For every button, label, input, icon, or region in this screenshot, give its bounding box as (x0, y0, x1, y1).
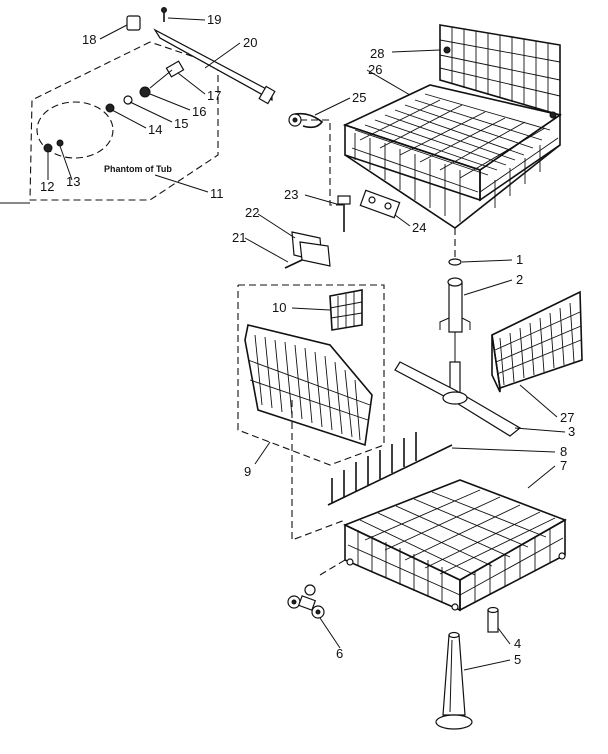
tine-row (327, 432, 453, 506)
callout-5: 5 (514, 652, 521, 667)
callout-27: 27 (560, 410, 574, 425)
callout-15: 15 (174, 116, 188, 131)
phantom-of-tub-label: Phantom of Tub (104, 164, 172, 174)
callout-10: 10 (272, 300, 286, 315)
rack-rail (126, 7, 276, 105)
callout-25: 25 (352, 90, 366, 105)
side-basket (491, 290, 583, 393)
callout-14: 14 (148, 122, 162, 137)
rack-wheels (287, 584, 325, 619)
callout-28: 28 (370, 46, 384, 61)
callout-11: 11 (210, 186, 224, 201)
callout-2: 2 (516, 272, 523, 287)
upper-rack-stop-parts (284, 189, 401, 269)
feed-tube (435, 606, 499, 730)
callout-3: 3 (568, 424, 575, 439)
silverware-basket (244, 289, 373, 447)
callout-9: 9 (244, 464, 251, 479)
callout-23: 23 (284, 187, 298, 202)
callout-8: 8 (560, 444, 567, 459)
rack-roller (288, 112, 324, 129)
callout-19: 19 (207, 12, 221, 27)
callout-20: 20 (243, 35, 257, 50)
callout-21: 21 (232, 230, 246, 245)
callout-6: 6 (336, 646, 343, 661)
callout-labels: 1 2 3 4 5 6 7 8 9 10 11 12 13 14 15 16 1… (40, 12, 575, 667)
connector-rail (300, 119, 345, 206)
callout-26: 26 (368, 62, 382, 77)
lower-rack (342, 479, 567, 612)
callout-24: 24 (412, 220, 426, 235)
leader-lines (47, 17, 566, 671)
callout-7: 7 (560, 458, 567, 473)
tub-hardware (43, 60, 185, 153)
connector-basket (291, 400, 346, 541)
connector-wheel (319, 559, 346, 576)
cup-shelf (439, 24, 561, 119)
callout-16: 16 (192, 104, 206, 119)
callout-13: 13 (66, 174, 80, 189)
callout-22: 22 (245, 205, 259, 220)
spray-arm-assembly (394, 258, 522, 437)
callout-12: 12 (40, 179, 54, 194)
callout-18: 18 (82, 32, 96, 47)
callout-1: 1 (516, 252, 523, 267)
silverware-basket-group (237, 284, 385, 466)
callout-17: 17 (207, 88, 221, 103)
callout-4: 4 (514, 636, 521, 651)
